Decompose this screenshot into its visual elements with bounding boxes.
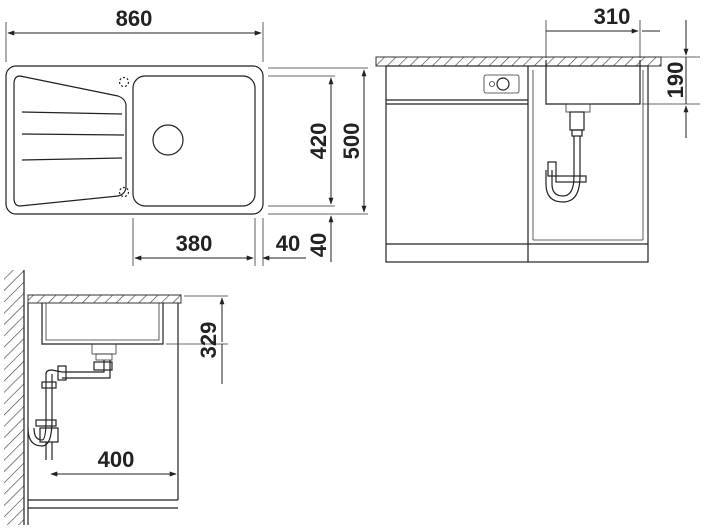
overflow-marker (118, 186, 130, 198)
dim-329-label: 329 (196, 322, 221, 359)
dim-310-label: 310 (594, 4, 631, 29)
dim-380-label: 380 (176, 231, 213, 256)
drain-hole (152, 124, 184, 156)
side-countertop (27, 294, 182, 304)
drainer-rib (21, 157, 123, 161)
dim-40-vertical-label: 40 (306, 233, 331, 257)
side-bowl (41, 303, 164, 345)
top-view-plan: 860 420 500 40 380 40 (5, 6, 368, 266)
wall (4, 270, 24, 525)
dim-400-label: 400 (98, 447, 135, 472)
dim-500-label: 500 (339, 123, 364, 160)
sink-outline (5, 65, 264, 215)
dim-190-label: 190 (663, 62, 688, 99)
drainer-rib (21, 111, 123, 115)
appliance-knob-icon (496, 77, 510, 91)
tap-hole-marker (118, 76, 130, 88)
side-waste-pipe (27, 360, 113, 460)
cabinet-front-view: 310 190 (375, 4, 700, 263)
dim-860-label: 860 (116, 6, 153, 31)
drain-trap (545, 111, 587, 203)
sink-bowl (132, 75, 256, 207)
side-section-view: 329 400 (4, 270, 228, 525)
countertop (375, 56, 662, 67)
appliance-control (483, 74, 520, 94)
drainer-board (13, 75, 127, 207)
drainer-rib (21, 133, 125, 136)
cabinet-body (385, 65, 649, 263)
bowl-section (545, 60, 641, 105)
dim-40-horizontal-label: 40 (276, 231, 300, 256)
dim-420-label: 420 (306, 123, 331, 160)
